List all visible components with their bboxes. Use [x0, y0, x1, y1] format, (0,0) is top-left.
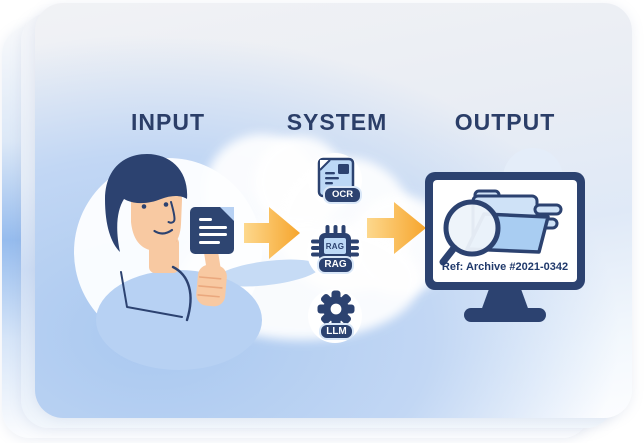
- rag-chip-label: RAG: [325, 241, 345, 251]
- column-heading-output: OUTPUT: [454, 109, 556, 135]
- eye: [141, 204, 147, 209]
- rag-chip-icon: [311, 225, 359, 262]
- diagram-content-area: INPUT SYSTEM OUTPUT RAG OCR RAG LLM Ref:…: [35, 3, 632, 418]
- llm-gear-icon: [317, 290, 355, 328]
- person-thumbs-up-illustration: [74, 154, 320, 370]
- magnifier-icon: [439, 199, 501, 266]
- eyebrow: [159, 192, 173, 197]
- ocr-badge: OCR: [323, 186, 362, 204]
- archive-reference-label: Ref: Archive #2021-0342: [441, 261, 569, 273]
- right-arrow: [367, 202, 426, 254]
- nose: [167, 201, 176, 224]
- column-heading-system: SYSTEM: [286, 109, 388, 135]
- shirt-fold-lines: [120, 271, 183, 318]
- cloud-shadow: [216, 259, 320, 287]
- diagram-artwork: [74, 148, 585, 370]
- monitor-neck: [481, 289, 529, 311]
- eyebrow: [137, 195, 151, 201]
- document-icon: [190, 207, 234, 254]
- right-arrow: [244, 207, 300, 259]
- column-heading-input: INPUT: [131, 109, 205, 135]
- eye: [163, 202, 169, 207]
- shirt: [96, 270, 262, 370]
- llm-badge: LLM: [319, 323, 354, 340]
- monitor-folder-search-icon: [425, 148, 585, 322]
- hair: [105, 154, 188, 252]
- monitor-base: [464, 308, 546, 322]
- rag-badge: RAG: [317, 256, 354, 274]
- mouth: [153, 228, 174, 235]
- sleeve-cuff: [171, 265, 192, 322]
